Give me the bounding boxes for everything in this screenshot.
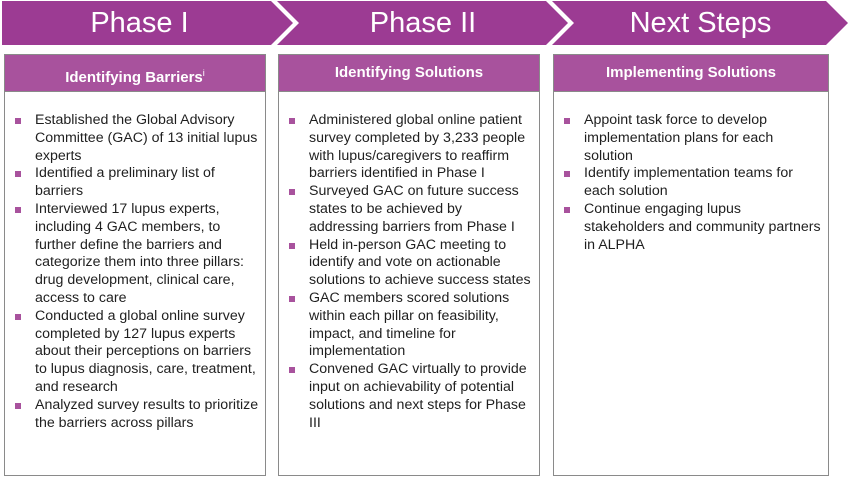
- list-item: Convened GAC virtually to provide input …: [287, 361, 533, 432]
- list-item: Conducted a global online survey complet…: [13, 308, 259, 397]
- phase-1-column: Identifying Barriersi Established the Gl…: [4, 54, 266, 476]
- bullet-marker: [15, 118, 21, 124]
- next-steps-column: Implementing Solutions Appoint task forc…: [553, 54, 829, 476]
- bullet-marker: [289, 118, 295, 124]
- list-item-text: Convened GAC virtually to provide input …: [309, 361, 527, 431]
- list-item: Established the Global Advisory Committe…: [13, 112, 259, 165]
- phase-1-header-superscript: i: [202, 68, 205, 78]
- list-item-text: Held in-person GAC meeting to identify a…: [309, 236, 531, 289]
- next-steps-bullet-list: Appoint task force to develop implementa…: [562, 112, 822, 254]
- bullet-marker: [15, 206, 21, 213]
- bullet-marker: [564, 171, 570, 178]
- list-item: Administered global online patient surve…: [287, 112, 533, 183]
- list-item: Appoint task force to develop implementa…: [562, 112, 822, 165]
- list-item-text: Continue engaging lupus stakeholders and…: [584, 200, 821, 253]
- bullet-marker: [289, 295, 295, 302]
- next-steps-header: Implementing Solutions: [554, 55, 828, 92]
- list-item-text: Conducted a global online survey complet…: [35, 307, 256, 395]
- list-item: Continue engaging lupus stakeholders and…: [562, 201, 822, 254]
- list-item: Identified a preliminary list of barrier…: [13, 165, 259, 201]
- phase-2-header-text: Identifying Solutions: [334, 64, 484, 81]
- bullet-marker: [15, 402, 21, 409]
- list-item-text: Appoint task force to develop implementa…: [584, 112, 774, 164]
- bullet-marker: [15, 171, 21, 178]
- list-item-text: Surveyed GAC on future success states to…: [309, 183, 519, 235]
- phase-1-header: Identifying Barriersi: [5, 55, 265, 92]
- list-item-text: GAC members scored solutions within each…: [309, 289, 510, 360]
- next-steps-header-text: Implementing Solutions: [605, 64, 776, 81]
- bullet-marker: [289, 189, 295, 196]
- chevron-label-phase-1: Phase I: [90, 7, 189, 39]
- list-item-text: Analyzed survey results to prioritize th…: [35, 396, 259, 431]
- chevron-label-next-steps: Next Steps: [629, 7, 772, 39]
- phase-1-header-text: Identifying Barriers: [65, 69, 203, 86]
- bullet-marker: [289, 242, 295, 249]
- phase-1-bullet-list: Established the Global Advisory Committe…: [13, 112, 259, 432]
- list-item-text: Interviewed 17 lupus experts, including …: [35, 200, 244, 306]
- list-item: Surveyed GAC on future success states to…: [287, 183, 533, 236]
- phase-2-bullet-list: Administered global online patient surve…: [287, 112, 533, 432]
- list-item: GAC members scored solutions within each…: [287, 290, 533, 361]
- chevron-label-phase-2: Phase II: [369, 7, 477, 39]
- phase-chevron-bar: [2, 1, 848, 45]
- list-item: Analyzed survey results to prioritize th…: [13, 397, 259, 433]
- list-item-text: Identified a preliminary list of barrier…: [35, 165, 215, 200]
- list-item: Interviewed 17 lupus experts, including …: [13, 201, 259, 308]
- phase-2-header: Identifying Solutions: [279, 55, 539, 92]
- list-item: Identify implementation teams for each s…: [562, 165, 822, 201]
- bullet-marker: [289, 367, 295, 374]
- list-item-text: Established the Global Advisory Committe…: [35, 112, 258, 164]
- phase-2-column: Identifying Solutions Administered globa…: [278, 54, 540, 476]
- bullet-marker: [564, 118, 570, 124]
- list-item: Held in-person GAC meeting to identify a…: [287, 237, 533, 290]
- list-item-text: Administered global online patient surve…: [309, 112, 526, 182]
- chevron-phase-2: [277, 1, 568, 45]
- bullet-marker: [15, 313, 21, 320]
- chevron-next-steps: [552, 1, 848, 45]
- list-item-text: Identify implementation teams for each s…: [584, 165, 793, 200]
- chevron-phase-1: [2, 1, 293, 45]
- bullet-marker: [564, 206, 570, 213]
